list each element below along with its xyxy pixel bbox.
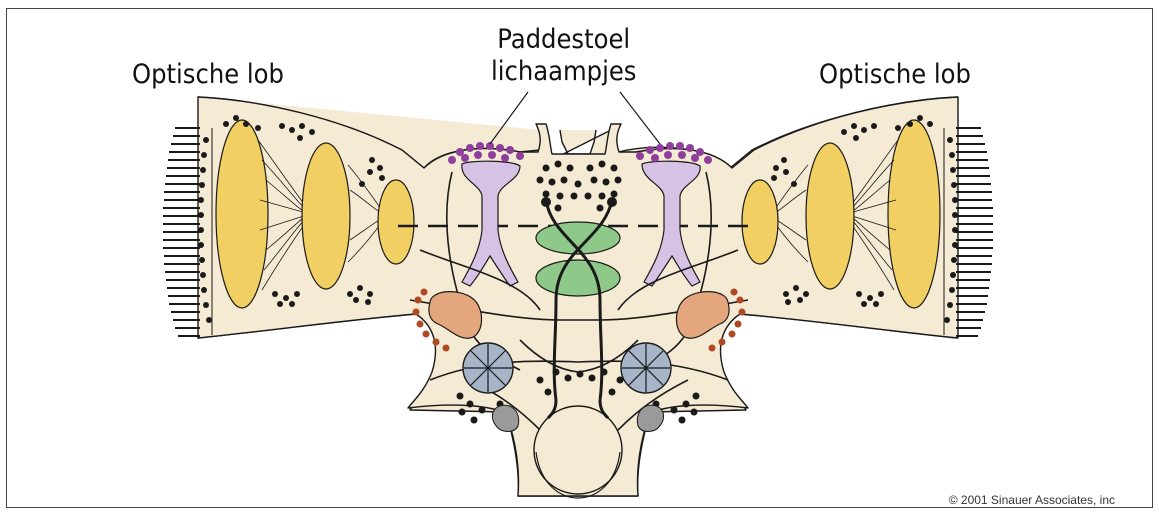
- mushroom-label-line2: lichaampjes: [491, 56, 636, 88]
- optic-lobe-right-label: Optische lob: [819, 60, 971, 90]
- glomerulus-right: [621, 343, 671, 393]
- glomerulus-left: [463, 343, 513, 393]
- copyright-notice: © 2001 Sinauer Associates, inc: [949, 493, 1115, 507]
- ganglion-left: [492, 405, 518, 431]
- mushroom-label-line1: Paddestoel: [491, 24, 636, 56]
- mushroom-bodies-label: Paddestoel lichaampjes: [491, 24, 636, 88]
- ganglion-right: [637, 405, 663, 431]
- central-complex-lower: [536, 260, 620, 296]
- optic-lobe-left-label: Optische lob: [132, 60, 284, 90]
